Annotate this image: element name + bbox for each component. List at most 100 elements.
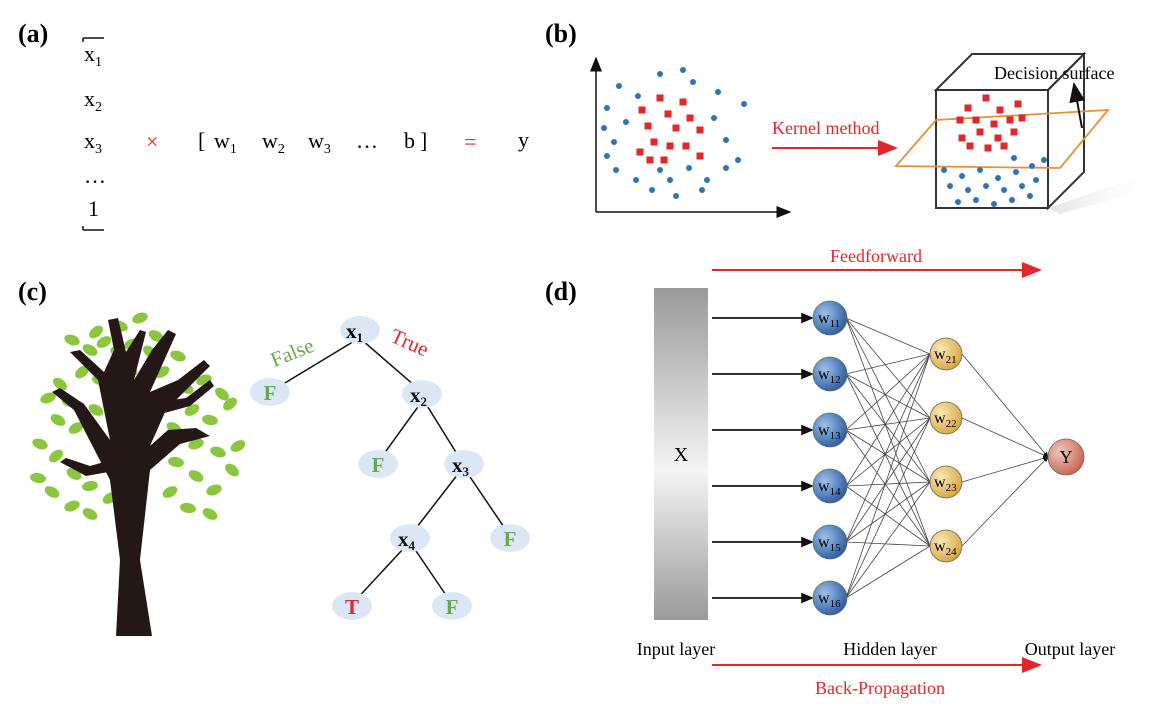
hidden2-neuron: w22 [929,401,963,435]
leaf [132,312,148,324]
scatter-2d-red-point [636,148,644,156]
scatter-2d-points [601,67,747,199]
true-branch-label: True [387,324,432,362]
leaf [30,472,46,484]
scatter-3d-red-point [1018,114,1026,122]
leaf [148,330,164,342]
scatter-3d-red-point [956,116,964,124]
hidden-connection [845,429,931,483]
scatter-3d-red-point [966,142,974,150]
tree-node-root: x1 [340,316,380,345]
leaf [75,365,89,379]
leaf [202,508,218,520]
hidden2-neuron-circle [929,529,963,563]
tree-trunk [52,318,210,636]
scatter-2d-red-point [644,122,652,130]
hidden2-neuron-label: w22 [934,410,957,430]
scatter-2d-red-point [646,156,654,164]
output-connection [961,456,1049,483]
scatter-2d-blue-point [657,167,663,173]
scatter-3d-red-point [1010,128,1018,136]
scatter-2d-blue-point [604,153,610,159]
hidden-connection [845,373,931,483]
scatter-2d-red-point [682,142,690,150]
output-neuron-circle [1047,438,1085,476]
leaf [162,486,178,498]
scatter-3d-blue-point [1041,157,1047,163]
hidden1-neuron-circle [812,356,848,392]
hidden-connection [845,317,931,419]
leaf [44,486,60,498]
hidden2-neuron-circle [929,337,963,371]
decision-plane [894,108,1111,169]
scatter-2d-blue-point [699,187,705,193]
hidden1-neuron-label: w14 [818,478,841,498]
leaf [96,336,112,348]
scatter-2d-blue-point [680,67,686,73]
scatter-3d-red-point [1000,142,1008,150]
tree-node: F [490,524,530,552]
output-neuron-label: Y [1060,447,1073,467]
leaf [230,440,246,452]
tree-node: F [358,450,398,478]
scatter-2d-red-point [660,156,668,164]
hidden-connection [845,417,931,599]
vector-x-entry-2: x2 [84,86,102,115]
hidden-connection [845,417,931,543]
decision-surface-label: Decision surface [994,63,1114,83]
scatter-2d-blue-point [613,167,619,173]
leaf [202,414,218,426]
scatter-3d-blue-point [965,187,971,193]
scatter-3d-blue-point [1001,187,1007,193]
scatter-2d-red-point [672,124,680,132]
panel-d-label: (d) [545,277,577,306]
scatter-3d-blue-point [977,167,983,173]
hidden1-neuron: w15 [812,524,848,560]
leaf [89,325,103,339]
hidden2-neuron-label: w24 [934,538,957,558]
scatter-2d-blue-point [673,193,679,199]
hidden1-neuron-label: w15 [818,534,841,554]
hidden-connection [845,545,931,599]
scatter-2d-blue-point [723,137,729,143]
tree-node-text: F [504,527,517,551]
vector-x-entry-5: 1 [88,196,99,221]
network-connections [712,312,1049,604]
hidden1-neuron-circle [812,580,848,616]
scatter-3d-red-point [996,106,1004,114]
scatter-2d-red-point [666,142,674,150]
scatter-2d-blue-point [633,177,639,183]
scatter-3d-blue-point [1019,183,1025,189]
hidden1-neuron-circle [812,412,848,448]
scatter-2d-blue-point [623,119,629,125]
tree-node-text: T [345,595,359,619]
scatter-2d-blue-point [741,101,747,107]
vector-bracket-top [82,37,104,42]
hidden-connection [845,481,931,487]
panel-d: (d) Feedforward X w11w12w13w14w15w16w21w… [545,246,1115,698]
hidden2-neuron-circle [929,465,963,499]
scatter-2d-blue-point [711,115,717,121]
leaf [188,438,204,450]
scatter-3d-points [941,94,1047,207]
panel-b: (b) Kernel method Decision surface [545,19,1157,218]
scatter-3d-red-point [964,104,972,112]
scatter-2d-blue-point [667,177,673,183]
scatter-2d-blue-point [657,71,663,77]
tree-node: x3 [444,450,484,479]
cube-front-face [935,89,1049,209]
scatter-2d-blue-point [690,79,696,85]
hidden-connection [845,373,931,419]
tree-node-text: x4 [398,527,416,553]
tree-node-bg [432,592,472,620]
hidden-connection [845,353,931,543]
hidden1-neuron-label: w11 [818,310,840,330]
leaf [188,470,204,482]
scatter-2d-blue-point [704,177,710,183]
scatter-3d-blue-point [1009,197,1015,203]
scatter-2d-blue-point [735,157,741,163]
hidden-connection [845,481,931,543]
tree-node: F [432,592,472,620]
